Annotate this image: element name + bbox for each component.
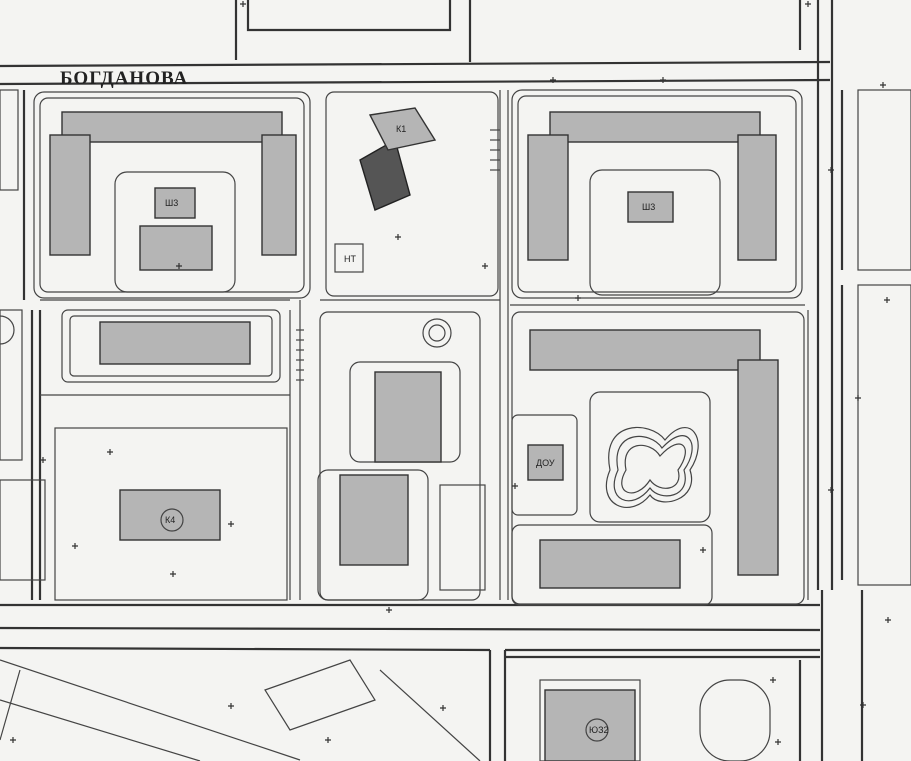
label-dou: ДОУ <box>536 458 555 468</box>
label-kindergarten-left: К4 <box>165 515 175 525</box>
label-school-1: Ш3 <box>165 198 178 208</box>
street-name-bogdanova: БОГДАНОВА <box>60 68 188 89</box>
tree-markers <box>10 1 891 745</box>
roads <box>0 0 864 761</box>
kindergarten-building-dark <box>359 107 437 211</box>
label-school-2: Ш3 <box>642 202 655 212</box>
label-bottom-center: ЮЗ2 <box>589 725 609 735</box>
kindergarten-k4-circle <box>160 508 184 532</box>
playground <box>605 426 699 508</box>
block-outlines <box>0 89 911 761</box>
label-small-building: НТ <box>344 254 356 264</box>
label-kindergarten-top: К1 <box>396 124 406 134</box>
parking-stripes <box>296 129 500 381</box>
roundabout <box>422 318 452 348</box>
bottom-building-circle <box>585 718 609 742</box>
residential-buildings <box>49 111 779 761</box>
